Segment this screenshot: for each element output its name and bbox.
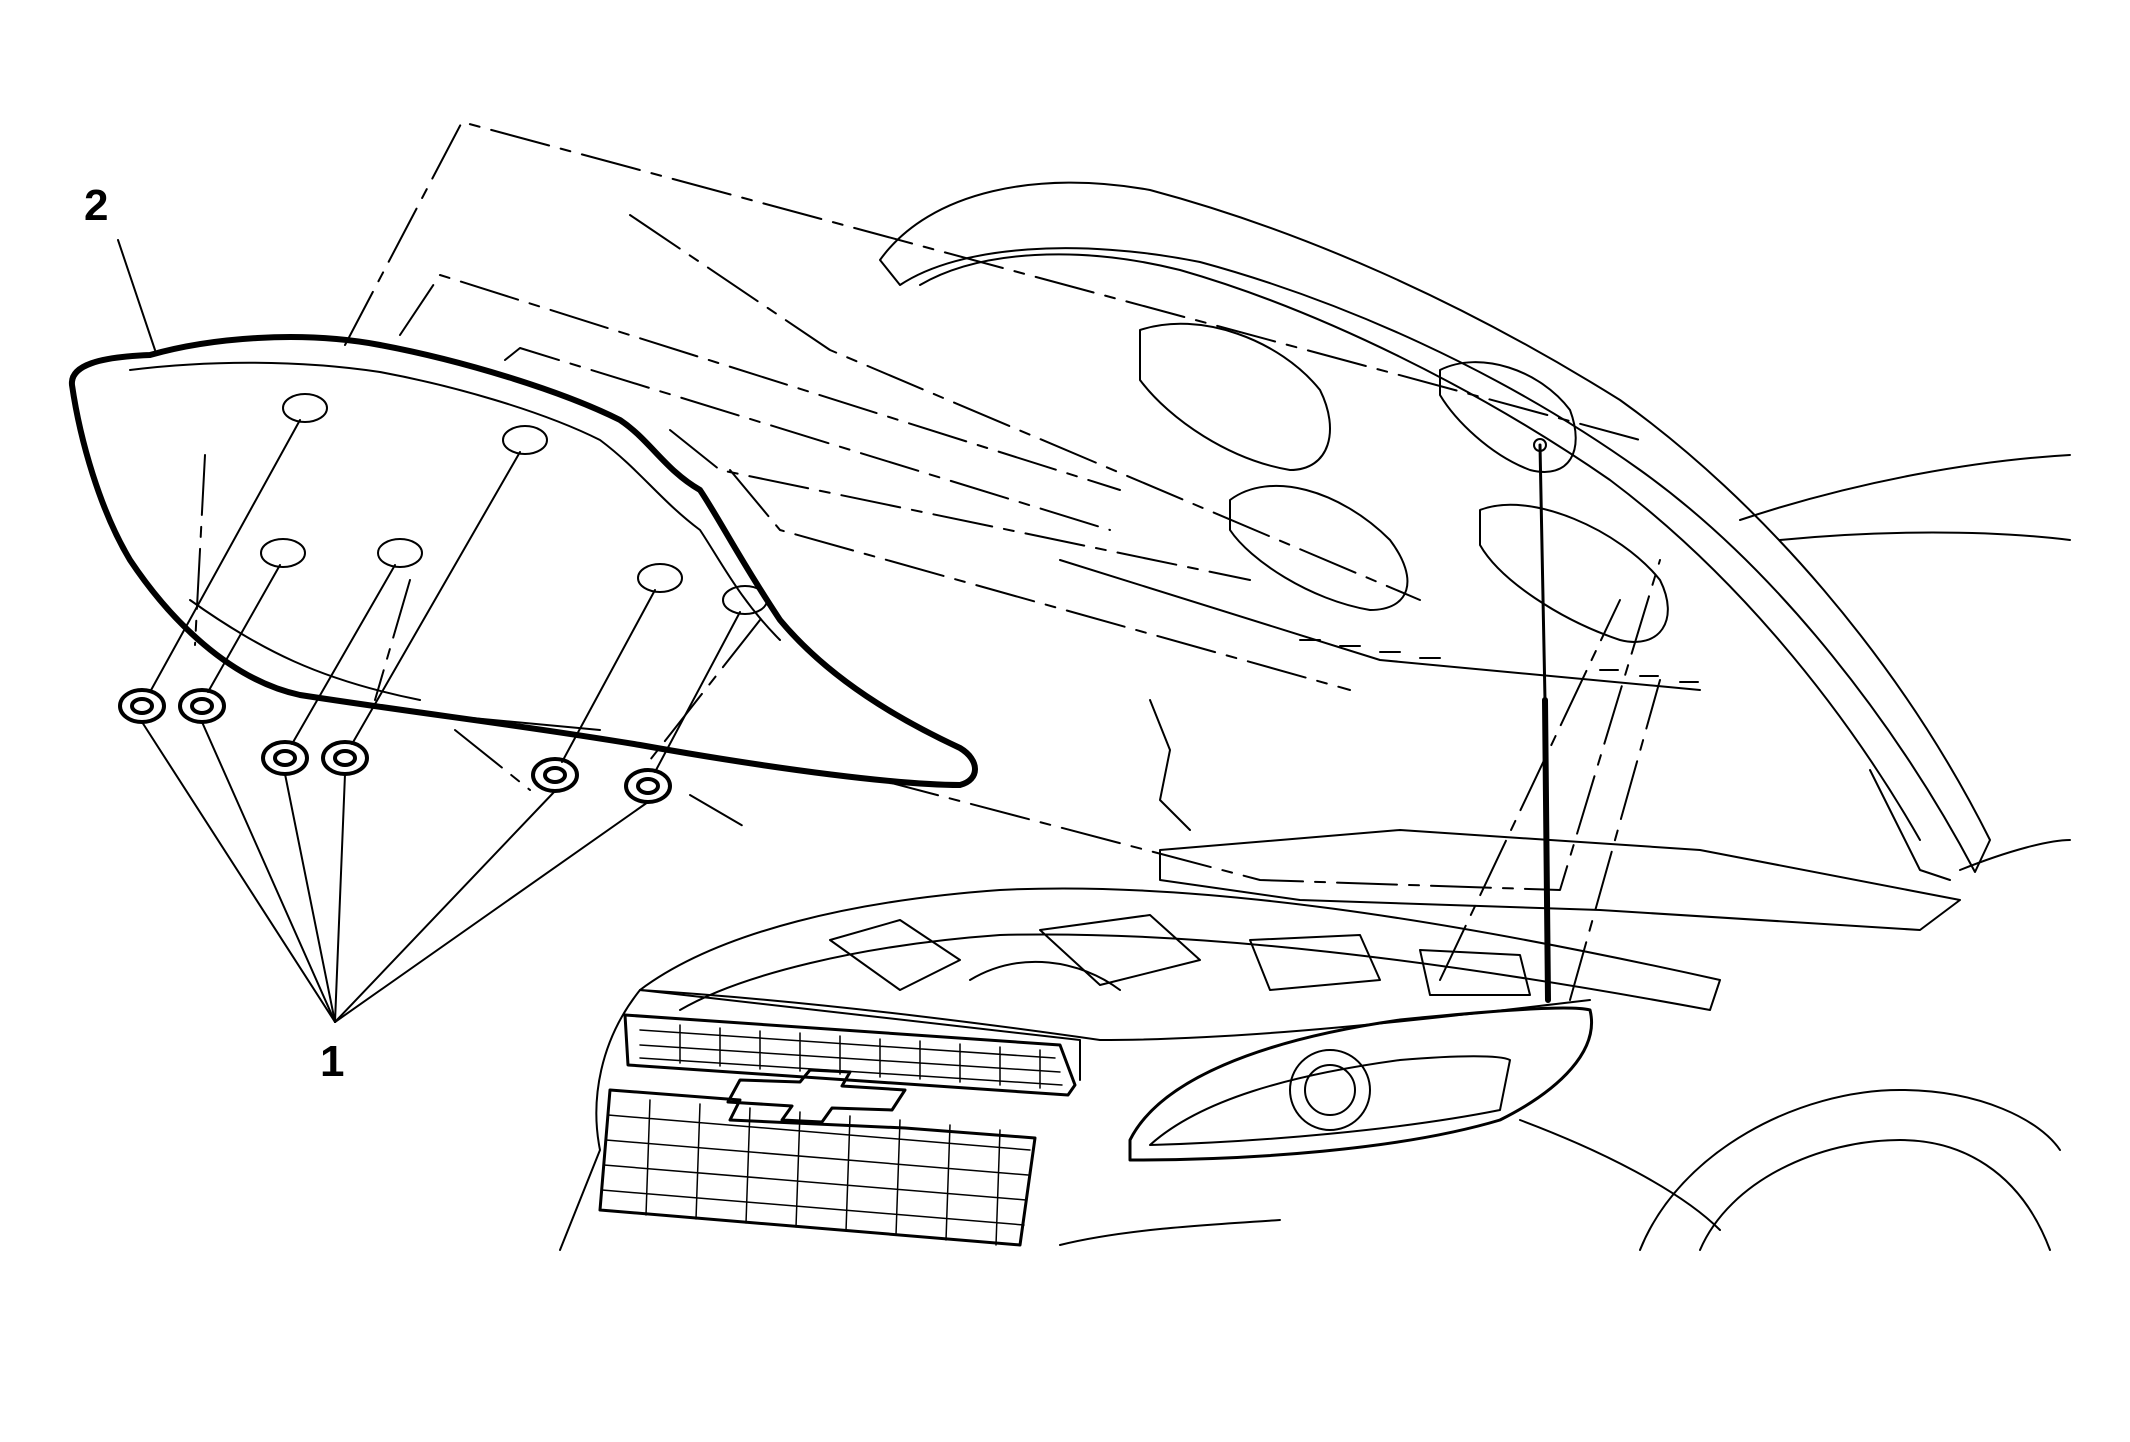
front-fender bbox=[1520, 1120, 1720, 1230]
cowl-panel bbox=[1160, 830, 1960, 930]
leader-fastener-1 bbox=[142, 722, 335, 1022]
hood-cutout-a bbox=[1140, 324, 1330, 470]
push-pin-retainer bbox=[120, 690, 164, 722]
clip-hole bbox=[503, 426, 547, 454]
wheel-arch bbox=[1640, 1090, 2060, 1250]
hood-hinge-right bbox=[1870, 770, 1950, 880]
front-fascia bbox=[560, 990, 1080, 1250]
leader-fastener-4 bbox=[335, 774, 345, 1022]
windshield-edge bbox=[1740, 455, 2070, 520]
callout-leaders bbox=[118, 240, 648, 1022]
engine-hose bbox=[970, 962, 1120, 990]
hood-insulator-inner-edge bbox=[130, 363, 780, 640]
hood-insulator bbox=[72, 337, 975, 785]
headlamp-lens-inner bbox=[1150, 1056, 1510, 1145]
leader-insulator bbox=[118, 240, 155, 350]
callout-fastener-label: 1 bbox=[320, 1037, 345, 1086]
fender-right bbox=[1960, 840, 2070, 870]
hood-insulator-lower-edge bbox=[190, 600, 600, 730]
clip-hole bbox=[261, 539, 305, 567]
phantom-box-2 bbox=[400, 275, 1120, 490]
push-pin-retainer bbox=[533, 759, 577, 791]
phantom-box-1 bbox=[345, 122, 1640, 440]
leader-fastener-2 bbox=[202, 722, 335, 1022]
upper-grille-mesh bbox=[640, 1025, 1062, 1088]
hood-cutout-b bbox=[1230, 486, 1407, 610]
callout-insulator-label: 2 bbox=[84, 181, 109, 230]
push-pin-retainer bbox=[180, 690, 224, 722]
leader-fastener-3 bbox=[285, 774, 335, 1022]
phantom-box-7 bbox=[880, 560, 1660, 890]
engine-component-2 bbox=[1040, 915, 1200, 985]
clip-hole bbox=[378, 539, 422, 567]
fastener-drop-3 bbox=[455, 730, 530, 790]
headlamp-projector bbox=[1305, 1065, 1355, 1115]
fastener-drop-1 bbox=[195, 455, 205, 645]
leader-fastener-6 bbox=[335, 802, 648, 1022]
headlamp-projector-ring bbox=[1290, 1050, 1370, 1130]
vehicle-front bbox=[560, 183, 2070, 1250]
upper-grille-frame bbox=[625, 1015, 1075, 1095]
hood-rib bbox=[1060, 560, 1700, 690]
phantom-box-3 bbox=[505, 348, 1110, 530]
insulator-clip-holes bbox=[261, 394, 767, 614]
bowtie-emblem bbox=[728, 1070, 905, 1122]
hood-outer-edge bbox=[880, 183, 1990, 872]
fastener-drop-4 bbox=[650, 620, 760, 760]
fastener-alignment-lines bbox=[150, 420, 740, 772]
hood-rib-vents bbox=[1300, 640, 1698, 682]
hood-strut-mount bbox=[1534, 439, 1546, 451]
phantom-box-4 bbox=[670, 430, 1250, 580]
leader-fastener-5 bbox=[335, 791, 555, 1022]
tire bbox=[1700, 1140, 2050, 1250]
hood-strut-cylinder bbox=[1545, 700, 1548, 1000]
phantom-box-5 bbox=[730, 470, 1350, 690]
engine-bay-opening bbox=[640, 888, 1720, 1010]
lower-grille-frame bbox=[600, 1090, 1035, 1245]
hood-insulator-outline bbox=[72, 337, 975, 785]
hood-cutout-d bbox=[1480, 505, 1668, 642]
phantom-lead-9 bbox=[1570, 680, 1660, 1000]
phantom-box-6 bbox=[630, 215, 1420, 600]
phantom-lead-8 bbox=[1440, 600, 1620, 980]
windshield-edge-lower bbox=[1780, 533, 2070, 541]
exploded-view-lines bbox=[195, 122, 1660, 1000]
push-pin-retainer bbox=[626, 770, 670, 802]
headlamp-housing bbox=[1130, 1008, 1592, 1160]
hood-inner-edge bbox=[920, 254, 1920, 840]
hood-cutout-c bbox=[1440, 362, 1576, 472]
engine-component-3 bbox=[1250, 935, 1380, 990]
lower-grille-mesh bbox=[602, 1100, 1030, 1245]
bumper-lower bbox=[1060, 1220, 1280, 1245]
clip-hole bbox=[723, 586, 767, 614]
fastener-drop-2 bbox=[375, 580, 410, 700]
engine-component-1 bbox=[830, 920, 960, 990]
hood-hinge-left bbox=[1150, 700, 1190, 830]
fastener-drop-5 bbox=[690, 795, 750, 830]
push-pin-retainer bbox=[323, 742, 367, 774]
clip-hole bbox=[283, 394, 327, 422]
engine-component-4 bbox=[1420, 950, 1530, 995]
push-pin-retainer bbox=[263, 742, 307, 774]
hood-strut-rod bbox=[1540, 445, 1545, 700]
clip-hole bbox=[638, 564, 682, 592]
